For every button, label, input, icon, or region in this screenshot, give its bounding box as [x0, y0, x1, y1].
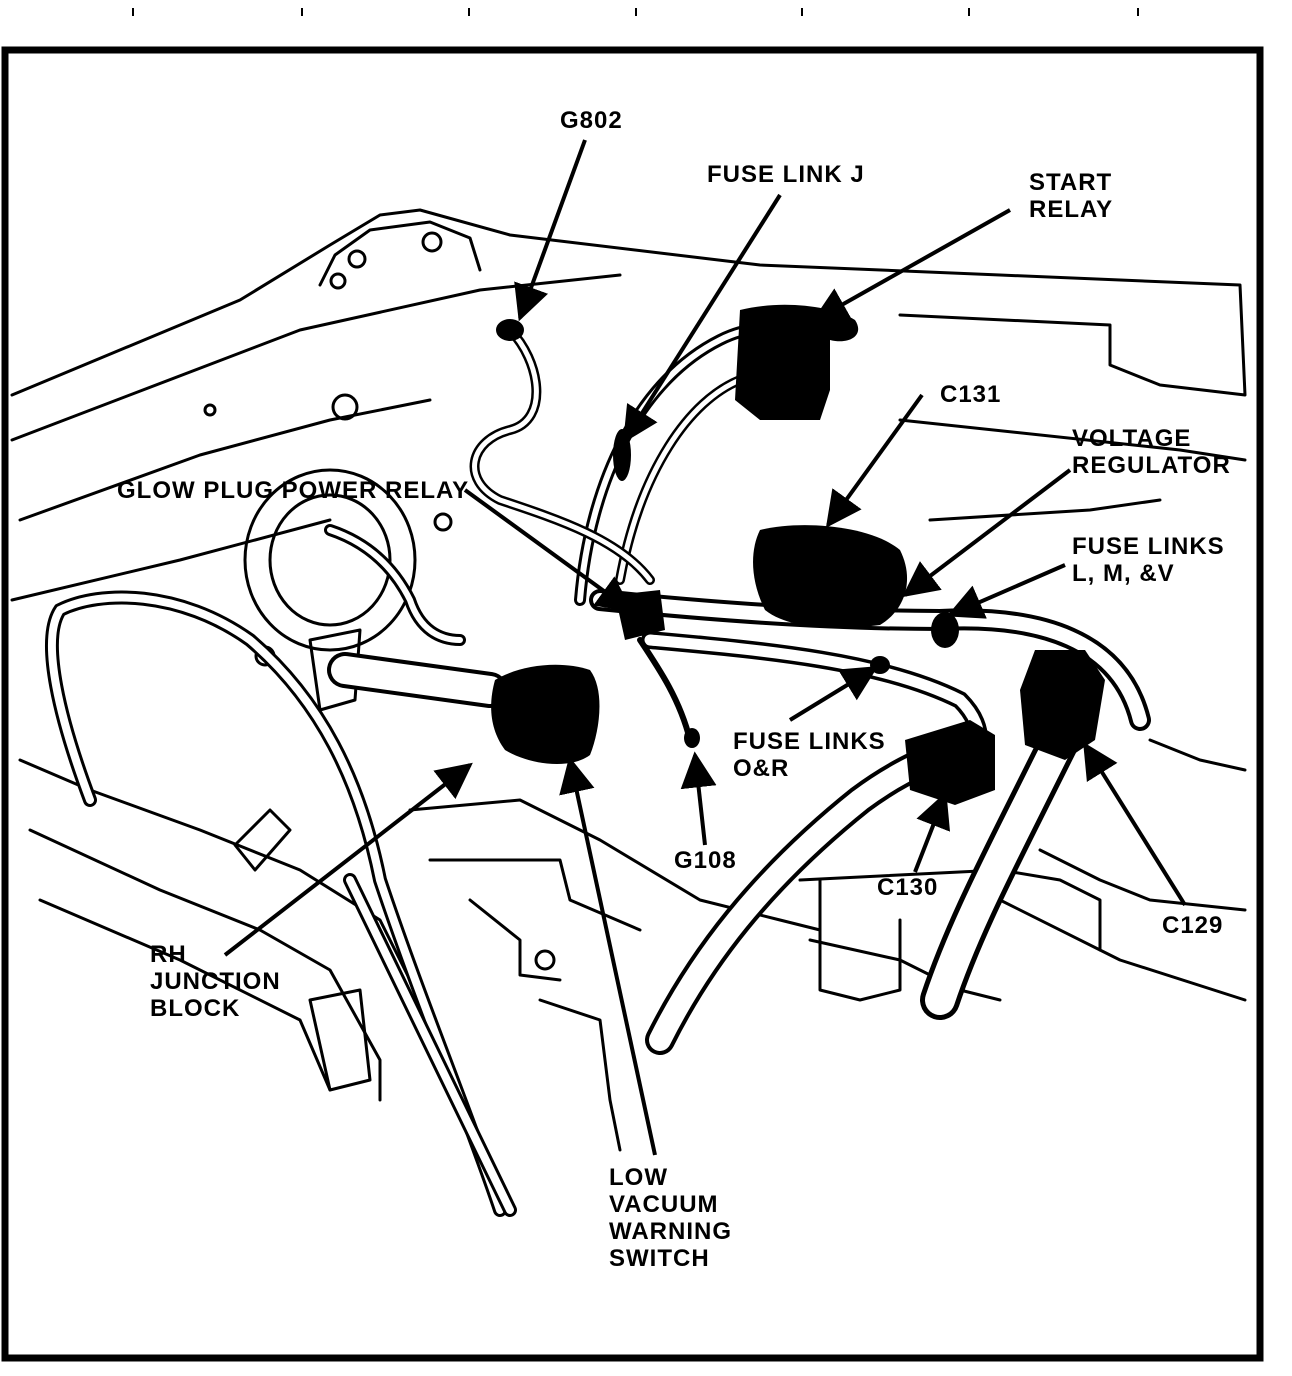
label-rh-junction-block-line2: JUNCTION [150, 968, 281, 995]
label-rh-junction-block-line1: RH [150, 941, 187, 968]
start-relay-shape [735, 304, 859, 420]
leader-c129 [1083, 741, 1187, 907]
label-c129: C129 [1162, 912, 1223, 939]
label-fuse-links-lmv-line1: FUSE LINKS [1072, 533, 1225, 560]
leader-fuse-links-or [788, 666, 879, 722]
leader-voltage-regulator [902, 468, 1072, 598]
label-low-vacuum-warning-switch-line3: WARNING [609, 1218, 732, 1245]
g802-terminal-shape [496, 319, 524, 341]
fuse-links-lmv-shape [931, 612, 959, 648]
diagram-frame [1, 46, 1264, 1362]
rh-junction-block-shape [491, 664, 600, 765]
label-fuse-links-lmv-line2: L, M, &V [1072, 560, 1175, 587]
leader-c131 [825, 393, 924, 528]
label-voltage-regulator-line2: REGULATOR [1072, 452, 1231, 479]
leader-glow-plug-power-relay [463, 488, 633, 613]
leader-fuse-links-lmv [946, 563, 1066, 619]
label-voltage-regulator-line1: VOLTAGE [1072, 425, 1191, 452]
label-glow-plug-power-relay: GLOW PLUG POWER RELAY [117, 477, 469, 504]
c129-connector-shape [1020, 650, 1105, 760]
label-low-vacuum-warning-switch-line1: LOW [609, 1164, 668, 1191]
label-c131: C131 [940, 381, 1001, 408]
label-start-relay-line2: RELAY [1029, 196, 1113, 223]
label-fuse-link-j: FUSE LINK J [707, 161, 865, 188]
leader-c130 [913, 791, 951, 873]
components [491, 304, 1105, 805]
label-low-vacuum-warning-switch-line4: SWITCH [609, 1245, 710, 1272]
g108-terminal-shape [684, 728, 700, 748]
voltage-regulator-shape [753, 525, 908, 628]
label-c130: C130 [877, 874, 938, 901]
label-start-relay-line1: START [1029, 169, 1112, 196]
registration-ticks [132, 8, 1139, 16]
label-fuse-links-or-line1: FUSE LINKS [733, 728, 886, 755]
leader-low-vacuum-warning-switch [559, 756, 657, 1156]
label-g802: G802 [560, 107, 623, 134]
leader-rh-junction-block [223, 762, 473, 957]
leader-fuse-link-j [623, 193, 782, 444]
leader-start-relay [811, 208, 1011, 322]
label-low-vacuum-warning-switch-line2: VACUUM [609, 1191, 719, 1218]
leader-lines [223, 139, 1187, 1156]
callout-labels: G802 FUSE LINK J START RELAY C131 VOLTAG… [117, 107, 1231, 1272]
label-g108: G108 [674, 847, 737, 874]
label-fuse-links-or-line2: O&R [733, 755, 789, 782]
leader-g108 [680, 751, 717, 846]
label-rh-junction-block-line3: BLOCK [150, 995, 240, 1022]
c130-connector-shape [905, 720, 995, 805]
leader-g802 [514, 139, 587, 322]
